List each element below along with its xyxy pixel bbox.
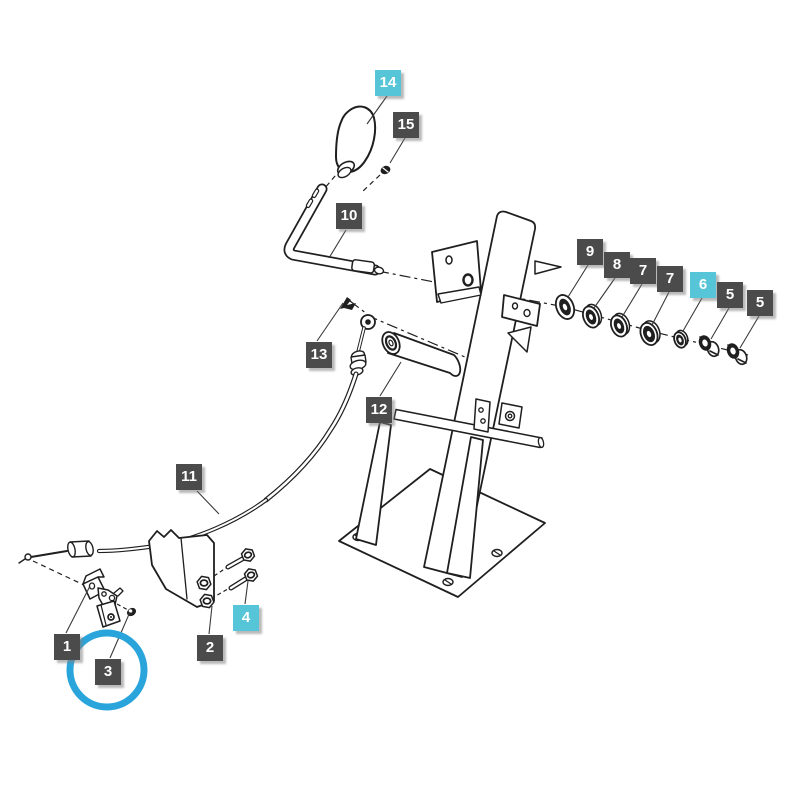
part-label-1[interactable]: 1 bbox=[54, 634, 80, 660]
part-label-6[interactable]: 6 bbox=[690, 272, 716, 298]
part-label-7b[interactable]: 7 bbox=[657, 266, 683, 292]
part-label-12[interactable]: 12 bbox=[366, 397, 392, 423]
part-9-washer bbox=[554, 294, 576, 320]
part-5-nut-b bbox=[726, 343, 748, 366]
lower-flange-and-nut bbox=[473, 398, 523, 433]
part-label-13[interactable]: 13 bbox=[306, 342, 332, 368]
part-label-5a[interactable]: 5 bbox=[717, 282, 743, 308]
part-label-8[interactable]: 8 bbox=[604, 252, 630, 278]
part-label-15[interactable]: 15 bbox=[393, 112, 419, 138]
highlight-circle-annotation bbox=[66, 629, 148, 711]
part-label-4[interactable]: 4 bbox=[233, 605, 259, 631]
part-label-2[interactable]: 2 bbox=[197, 635, 223, 661]
part-4-bolts bbox=[225, 548, 259, 591]
part-label-3[interactable]: 3 bbox=[95, 659, 121, 685]
part-3-fastener bbox=[127, 607, 136, 617]
part-label-14[interactable]: 14 bbox=[375, 70, 401, 96]
part-label-11[interactable]: 11 bbox=[176, 464, 202, 490]
part-14-knob bbox=[335, 105, 377, 179]
cross-bar bbox=[393, 408, 545, 449]
pedestal-side-plates bbox=[355, 421, 484, 579]
part-15-screw bbox=[380, 165, 391, 175]
part-13-clip bbox=[340, 297, 356, 310]
part-label-7a[interactable]: 7 bbox=[630, 258, 656, 284]
leader-lines bbox=[65, 95, 760, 659]
part-label-9[interactable]: 9 bbox=[577, 239, 603, 265]
part-1-cable-bracket bbox=[82, 568, 124, 628]
part-7-washer-b bbox=[639, 320, 661, 346]
part-label-5b[interactable]: 5 bbox=[747, 290, 773, 316]
part-7-washer-a bbox=[610, 312, 631, 338]
part-10-lever bbox=[283, 183, 385, 276]
part-label-10[interactable]: 10 bbox=[336, 203, 362, 229]
part-12-spacer bbox=[381, 331, 462, 377]
part-6-washer bbox=[673, 329, 689, 349]
part-8-washer bbox=[582, 303, 603, 329]
part-2-bracket bbox=[148, 529, 215, 609]
column-support bbox=[423, 210, 562, 578]
part-5-nut-a bbox=[698, 335, 720, 358]
